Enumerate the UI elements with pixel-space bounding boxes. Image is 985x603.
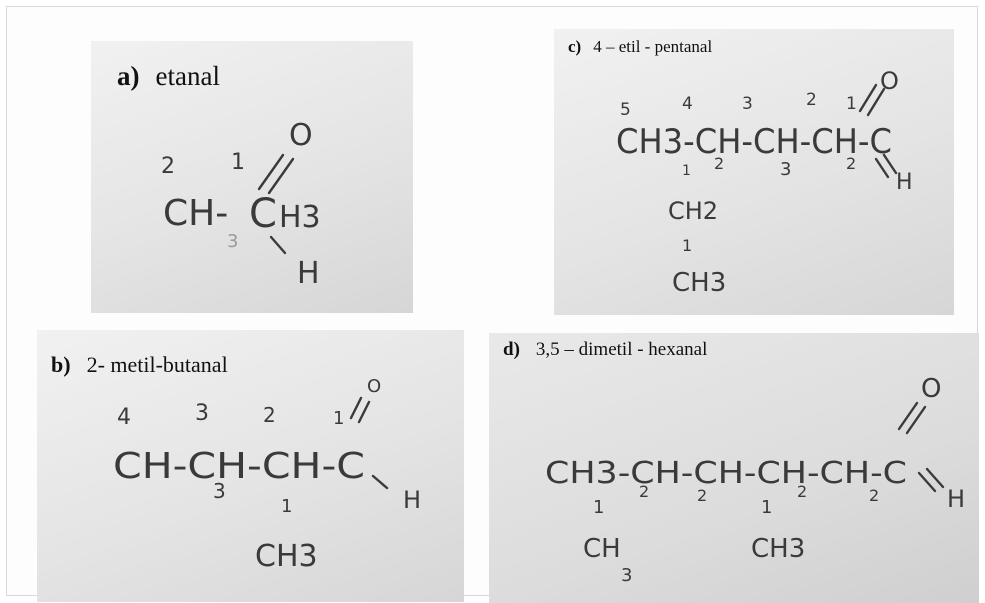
panel-a-name: etanal bbox=[155, 61, 220, 91]
oxygen-atom: O bbox=[921, 374, 941, 404]
branch-ch3: CH3 bbox=[255, 539, 318, 574]
carbon-number-4: 4 bbox=[682, 94, 693, 114]
carbon-number-1: 1 bbox=[231, 150, 245, 175]
panel-d-label: d) 3,5 – dimetil - hexanal bbox=[503, 339, 707, 361]
branch-ch3: CH3 bbox=[672, 268, 726, 298]
panel-3-5-dimetil-hexanal: d) 3,5 – dimetil - hexanal CH3-CH-CH-CH-C… bbox=[489, 333, 979, 603]
single-bond-line bbox=[269, 235, 287, 255]
document-frame: a)etanal 2 1 CH- C H3 O H 3 c)4 – etil -… bbox=[6, 6, 979, 603]
panel-etanal: a) etanal 2 1 CH- C H3 O H 3 bbox=[91, 41, 413, 313]
double-bond-line-2 bbox=[267, 157, 295, 195]
branch-1-ch: CH bbox=[583, 534, 621, 564]
sub-index-3: 2 bbox=[797, 482, 807, 501]
main-chain: CH3-CH-CH-CH-C bbox=[616, 122, 892, 162]
branch-bond: 1 bbox=[281, 496, 292, 517]
double-bond-line-1 bbox=[858, 83, 878, 113]
h-bond-line-1 bbox=[917, 471, 937, 493]
double-bond-line-1 bbox=[897, 401, 919, 431]
butanal-structure-drawing: 4 3 2 1 CH-CH-CH-C 3 O H 1 CH3 bbox=[113, 376, 421, 574]
double-bond-line-1 bbox=[257, 153, 285, 191]
panel-b-label: b) 2- metil-butanal bbox=[51, 352, 228, 378]
double-bond-line-1 bbox=[349, 396, 363, 420]
hydrogen-atom: H bbox=[297, 256, 320, 291]
panel-b-letter: b) bbox=[51, 352, 71, 377]
panel-c-label: c) 4 – etil - pentanal bbox=[568, 37, 712, 57]
panel-d-name: 3,5 – dimetil - hexanal bbox=[535, 339, 708, 360]
h-bond-line-2 bbox=[882, 153, 898, 175]
hexanal-structure-drawing: CH3-CH-CH-CH-CH-C 2 2 2 2 O H 1 CH 3 1 C… bbox=[545, 374, 965, 586]
sub-index-2: 2 bbox=[697, 486, 707, 505]
faint-number-3: 3 bbox=[227, 231, 238, 252]
sub-index-3: 3 bbox=[780, 159, 791, 180]
sub-index-2b: 2 bbox=[846, 154, 856, 173]
ch-group: CH- bbox=[163, 193, 228, 234]
carbon-number-2: 2 bbox=[806, 90, 817, 110]
sub-index-1: 1 bbox=[682, 163, 691, 179]
panel-2-metil-butanal: b) 2- metil-butanal 4 3 2 1 CH-CH-CH-C 3 … bbox=[37, 330, 464, 602]
h-bond-line-1 bbox=[874, 157, 890, 179]
oxygen-atom: O bbox=[289, 118, 313, 153]
carbon-number-2: 2 bbox=[161, 154, 175, 179]
h-bond-line-2 bbox=[925, 467, 945, 489]
double-bond-line-2 bbox=[357, 400, 371, 424]
oxygen-atom: O bbox=[367, 376, 381, 397]
oxygen-atom: O bbox=[880, 67, 899, 95]
double-bond-line-2 bbox=[905, 405, 927, 435]
carbon-number-1: 1 bbox=[333, 408, 344, 429]
carbon-number-3: 3 bbox=[195, 401, 209, 426]
panel-4-etil-pentanal: c) 4 – etil - pentanal 5 4 3 2 1 CH3-CH-C… bbox=[554, 29, 954, 315]
carbon-number-2: 2 bbox=[263, 403, 276, 427]
panel-c-name: 4 – etil - pentanal bbox=[593, 37, 713, 56]
carbonyl-carbon: C bbox=[249, 191, 277, 237]
branch-2-ch3: CH3 bbox=[751, 534, 805, 564]
etanal-structure-drawing: 2 1 CH- C H3 O H 3 bbox=[161, 118, 321, 291]
sub-index-3: 3 bbox=[213, 479, 226, 503]
branch-2-bond: 1 bbox=[761, 497, 772, 518]
carbon-number-3: 3 bbox=[742, 94, 753, 114]
h-bond-line bbox=[371, 474, 389, 490]
hydrogen-atom: H bbox=[403, 486, 421, 514]
carbon-number-4: 4 bbox=[117, 405, 131, 430]
pentanal-structure-drawing: 5 4 3 2 1 CH3-CH-CH-CH-C 1 2 3 2 O H CH2… bbox=[616, 67, 913, 298]
hydrogen-atom: H bbox=[947, 485, 965, 513]
carbon-number-1: 1 bbox=[846, 94, 857, 114]
branch-bond: 1 bbox=[682, 236, 692, 255]
panel-d-letter: d) bbox=[503, 339, 520, 360]
panel-b-name: 2- metil-butanal bbox=[86, 352, 228, 377]
panel-a-label: a) etanal bbox=[117, 61, 220, 92]
panel-c-letter: c) bbox=[568, 37, 582, 56]
sub-index-2: 2 bbox=[714, 154, 724, 173]
sub-index-1: 2 bbox=[639, 482, 649, 501]
branch-ch2: CH2 bbox=[668, 197, 718, 225]
panel-a-letter: a) bbox=[117, 61, 140, 91]
carbon-number-5: 5 bbox=[620, 100, 631, 120]
main-chain: CH-CH-CH-C bbox=[113, 446, 365, 487]
hydrogen-atom: H bbox=[896, 170, 913, 195]
main-chain: CH3-CH-CH-CH-CH-C bbox=[545, 456, 907, 491]
h3-group: H3 bbox=[279, 200, 321, 235]
sub-index-4: 2 bbox=[869, 486, 879, 505]
branch-1-bond: 1 bbox=[593, 497, 604, 518]
branch-1-subscript: 3 bbox=[621, 565, 632, 586]
double-bond-line-2 bbox=[866, 87, 886, 117]
